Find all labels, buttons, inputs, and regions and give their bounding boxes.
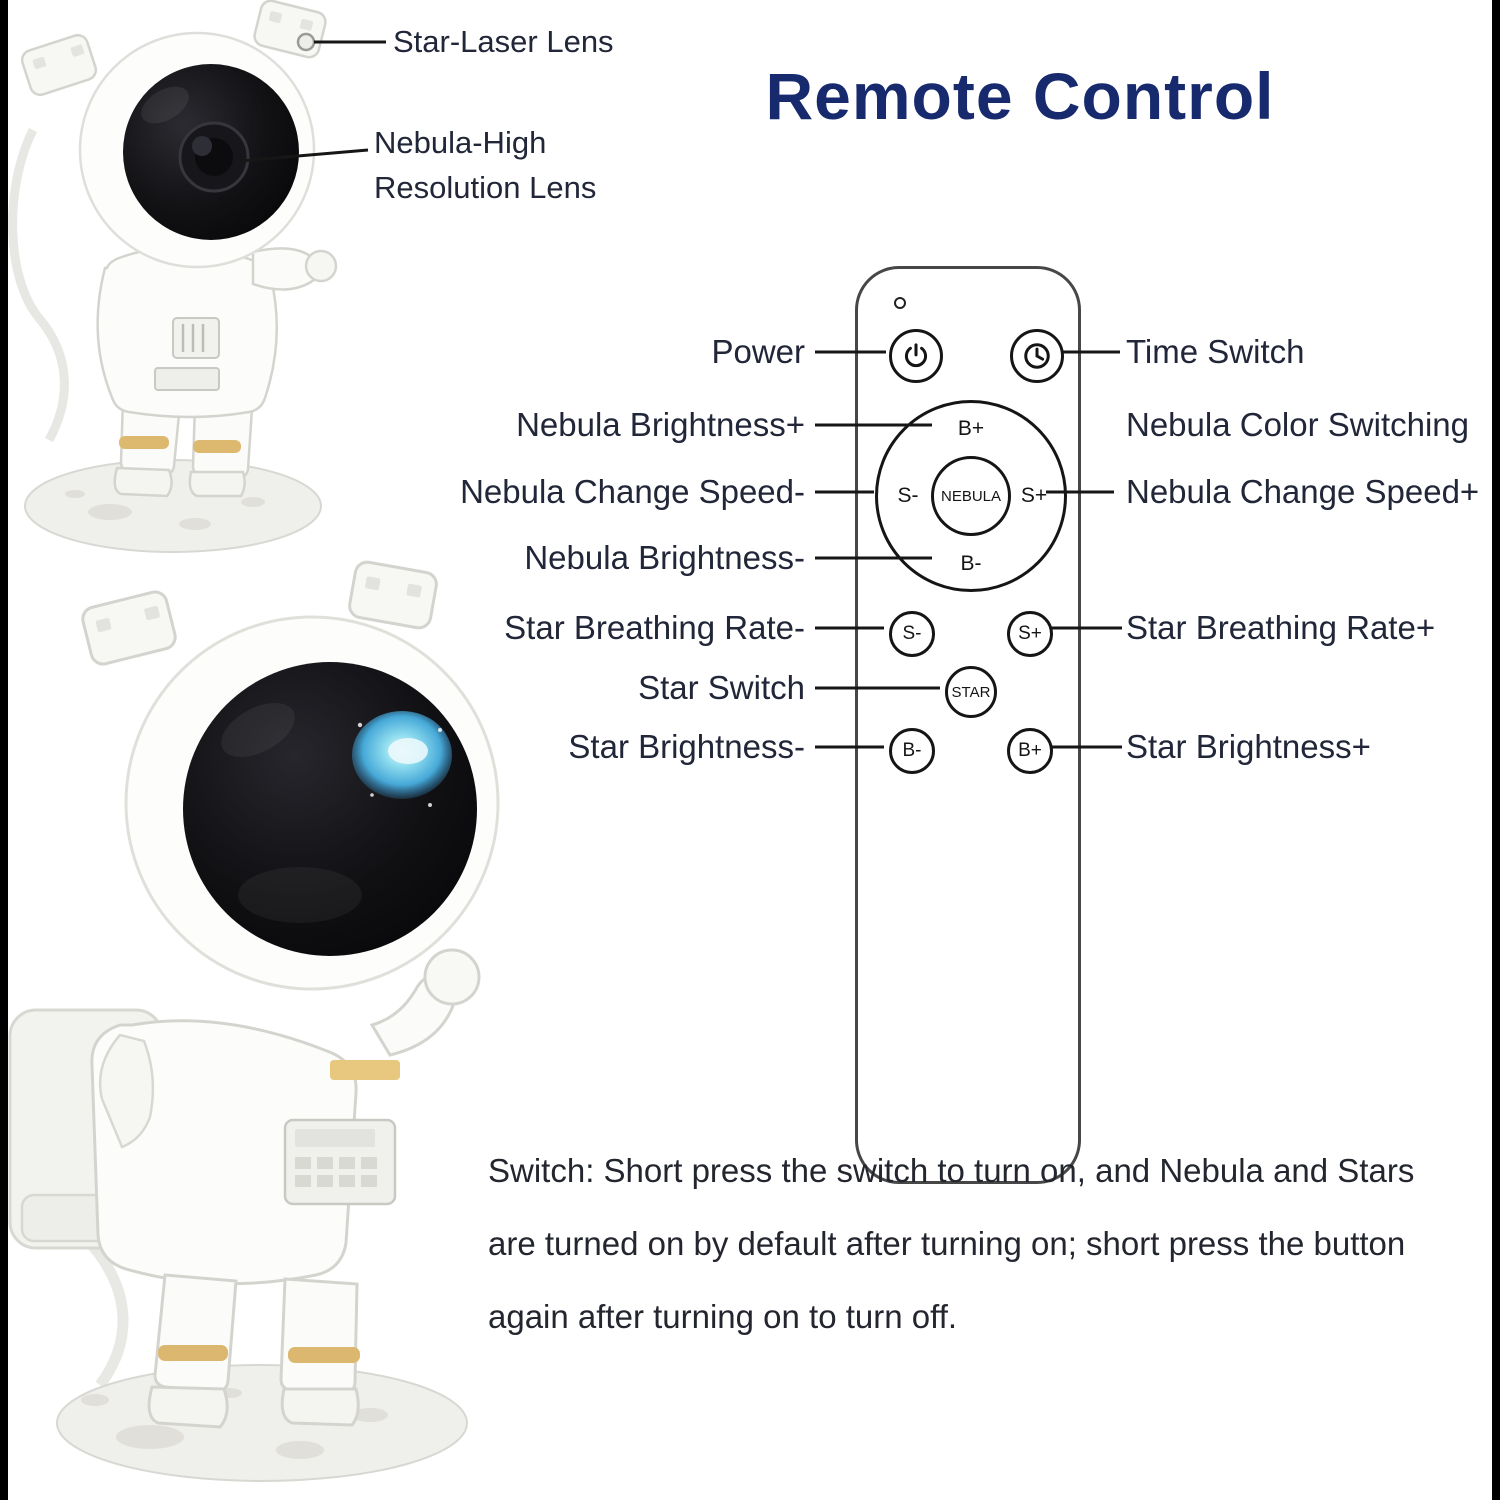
- star-laser-lens-label: Star-Laser Lens: [393, 24, 614, 59]
- astronaut-bottom-illustration: [8, 560, 500, 1482]
- switch-description: Switch: Short press the switch to turn o…: [488, 1152, 1415, 1335]
- label-nebula-brightness-minus: Nebula Brightness-: [524, 539, 805, 576]
- astronaut-top-illustration: [8, 0, 338, 553]
- star-brightness-minus-button[interactable]: B-: [889, 728, 935, 774]
- star-laser-lens-dot: [296, 32, 316, 52]
- star-switch-label: STAR: [951, 683, 991, 701]
- star-breathing-minus-button[interactable]: S-: [889, 611, 935, 657]
- star-brightness-minus-label: B-: [902, 740, 922, 761]
- left-edge-bar: [0, 0, 8, 1500]
- label-nebula-brightness-plus: Nebula Brightness+: [516, 406, 805, 443]
- label-star-breathing-rate-plus: Star Breathing Rate+: [1126, 609, 1436, 646]
- nebula-speed-minus-button[interactable]: S-: [894, 484, 922, 508]
- label-power: Power: [711, 333, 805, 370]
- nebula-lens-label: Nebula-High Resolution Lens: [374, 125, 597, 205]
- power-button[interactable]: [889, 329, 943, 383]
- label-star-switch: Star Switch: [638, 669, 805, 706]
- nebula-button[interactable]: NEBULA: [931, 456, 1011, 536]
- star-brightness-plus-label: B+: [1018, 740, 1042, 761]
- label-star-brightness-minus: Star Brightness-: [568, 728, 805, 765]
- remote-control: B+ S- NEBULA S+ B- S- S+ STAR B- B+: [855, 266, 1081, 1184]
- nebula-brightness-minus-button[interactable]: B-: [957, 552, 985, 576]
- star-breathing-plus-button[interactable]: S+: [1007, 611, 1053, 657]
- label-star-breathing-rate-minus: Star Breathing Rate-: [504, 609, 805, 646]
- star-breathing-minus-label: S-: [902, 623, 922, 644]
- led-indicator: [894, 297, 906, 309]
- right-edge-bar: [1492, 0, 1500, 1500]
- power-icon: [904, 343, 928, 368]
- label-nebula-change-speed-plus: Nebula Change Speed+: [1126, 473, 1480, 510]
- nebula-speed-plus-button[interactable]: S+: [1017, 484, 1051, 508]
- star-brightness-plus-button[interactable]: B+: [1007, 728, 1053, 774]
- label-time-switch: Time Switch: [1126, 333, 1305, 370]
- label-star-brightness-plus: Star Brightness+: [1126, 728, 1371, 765]
- star-switch-button[interactable]: STAR: [945, 666, 997, 718]
- time-switch-button[interactable]: [1010, 329, 1064, 383]
- nebula-brightness-plus-button[interactable]: B+: [954, 417, 988, 441]
- clock-icon: [1024, 343, 1050, 369]
- nebula-button-label: NEBULA: [940, 487, 1002, 505]
- label-nebula-change-speed-minus: Nebula Change Speed-: [460, 473, 805, 510]
- page-title: Remote Control: [765, 59, 1275, 133]
- star-breathing-plus-label: S+: [1018, 623, 1042, 644]
- label-nebula-color-switching: Nebula Color Switching: [1126, 406, 1470, 443]
